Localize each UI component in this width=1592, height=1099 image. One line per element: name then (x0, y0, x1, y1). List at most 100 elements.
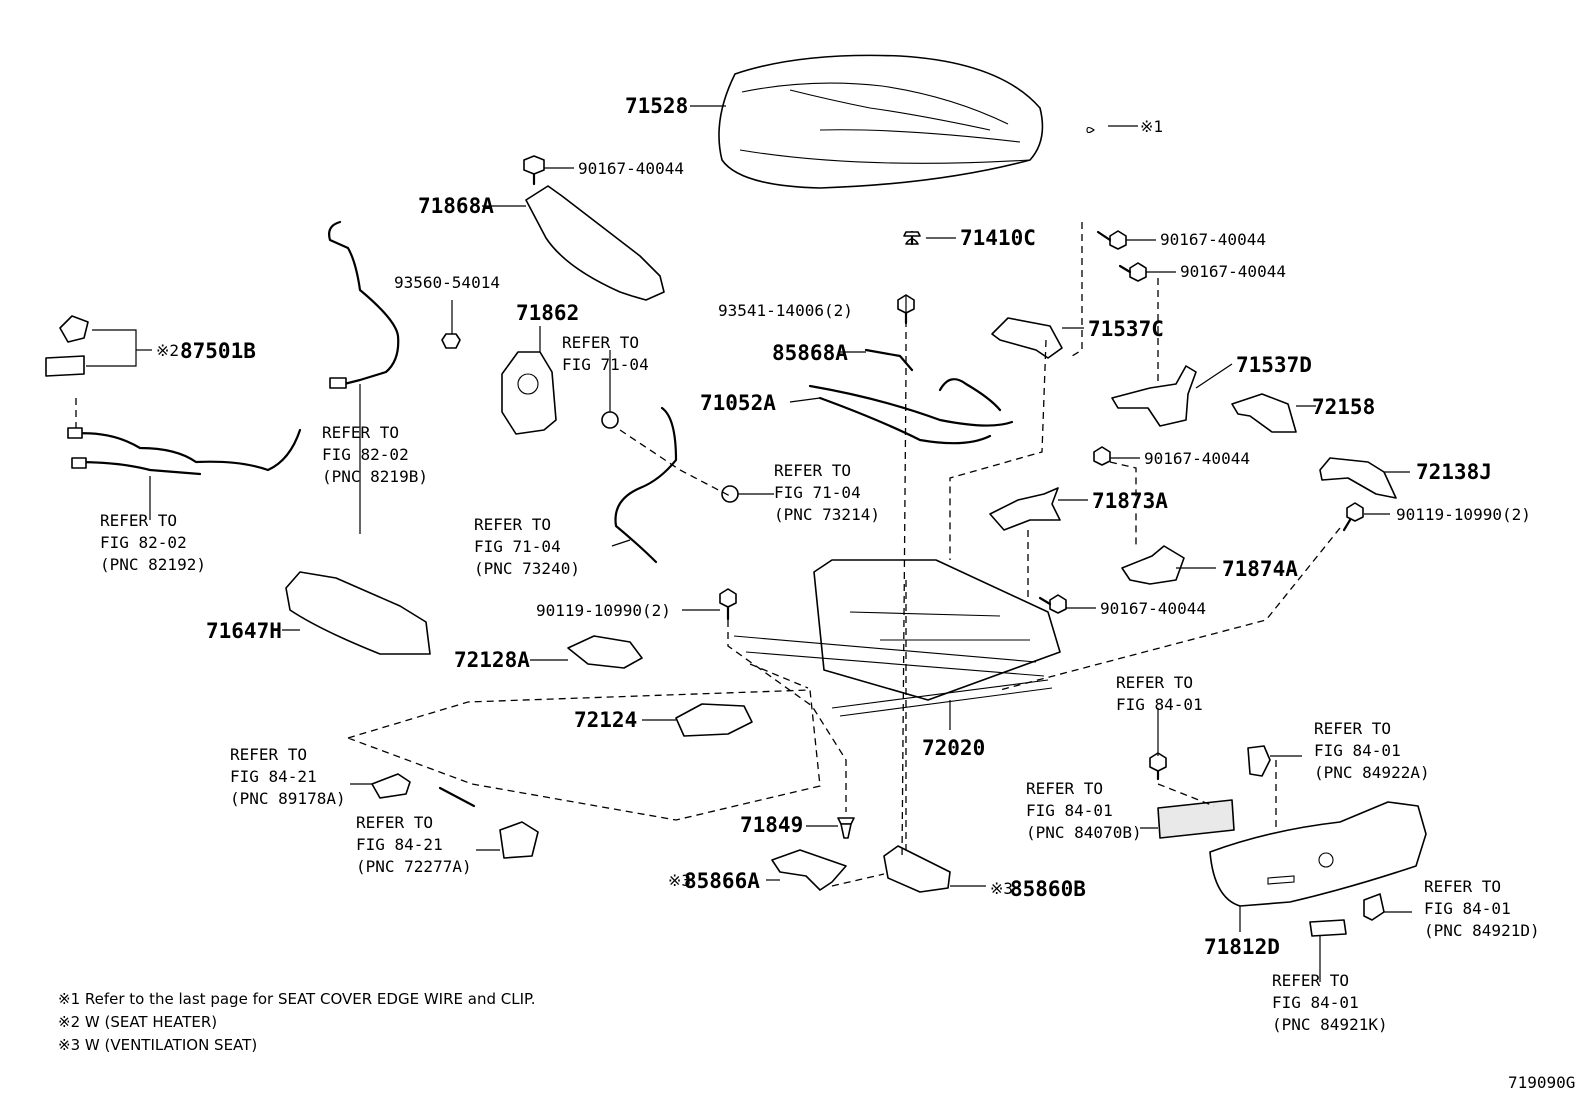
label-71647h[interactable]: 71647H (206, 619, 282, 643)
label-71528[interactable]: 71528 (625, 94, 688, 118)
svg-text:FIG 84-01: FIG 84-01 (1424, 899, 1511, 918)
label-72020[interactable]: 72020 (922, 736, 985, 760)
label-72124[interactable]: 72124 (574, 708, 637, 732)
ref-fig-84-01-knob[interactable]: REFER TO FIG 84-01 (PNC 84922A) (1314, 719, 1430, 782)
label-90119-10990-r[interactable]: 90119-10990(2) (1396, 505, 1531, 524)
svg-text:FIG 84-01: FIG 84-01 (1272, 993, 1359, 1012)
note-1: ※1 Refer to the last page for SEAT COVER… (58, 990, 535, 1008)
seat-switch-illustration (1157, 799, 1235, 839)
label-71410c[interactable]: 71410C (960, 226, 1036, 250)
cover-72124-illustration (675, 703, 753, 737)
ref-fig-84-01-switch[interactable]: REFER TO FIG 84-01 (PNC 84070B) (1026, 779, 1142, 842)
label-71537d[interactable]: 71537D (1236, 353, 1312, 377)
ref-fig-82-02-harness[interactable]: REFER TO FIG 82-02 (PNC 82192) (100, 511, 206, 574)
bolt-icon (1118, 262, 1147, 282)
label-90167-40044-e[interactable]: 90167-40044 (1100, 599, 1206, 618)
svg-text:(PNC 73240): (PNC 73240) (474, 559, 580, 578)
label-72138j[interactable]: 72138J (1416, 460, 1492, 484)
bolt-icon (1093, 446, 1111, 466)
ref-fig-71-04-right[interactable]: REFER TO FIG 71-04 (PNC 73214) (774, 461, 880, 524)
label-90119-10990-l[interactable]: 90119-10990(2) (536, 601, 671, 620)
label-71052a[interactable]: 71052A (700, 391, 776, 415)
svg-text:REFER TO: REFER TO (1424, 877, 1501, 896)
svg-text:REFER TO: REFER TO (1272, 971, 1349, 990)
svg-text:FIG 84-01: FIG 84-01 (1026, 801, 1113, 820)
label-93541-14006[interactable]: 93541-14006(2) (718, 301, 853, 320)
diagram-code: 719090G (1508, 1073, 1575, 1092)
label-90167-40044-a[interactable]: 90167-40044 (578, 159, 684, 178)
label-93560-54014[interactable]: 93560-54014 (394, 273, 500, 292)
clip-71849-icon (837, 817, 855, 839)
label-71812d[interactable]: 71812D (1204, 935, 1280, 959)
svg-text:FIG 71-04: FIG 71-04 (562, 355, 649, 374)
edge-wire-clip-icon (1086, 126, 1095, 134)
switch-knob-k-illustration (1309, 919, 1347, 937)
cover-72138j-illustration (1319, 457, 1397, 499)
svg-text:(PNC 84070B): (PNC 84070B) (1026, 823, 1142, 842)
label-90167-40044-c[interactable]: 90167-40044 (1180, 262, 1286, 281)
ref-fig-82-02-wire[interactable]: REFER TO FIG 82-02 (PNC 8219B) (322, 423, 428, 486)
label-note2-marker: ※2 (156, 341, 179, 360)
svg-text:REFER TO: REFER TO (1026, 779, 1103, 798)
note-3: ※3 W (VENTILATION SEAT) (58, 1036, 257, 1054)
seat-wire-harness-illustration (67, 427, 302, 476)
bracket-71537c-illustration (991, 317, 1063, 359)
dashed-relation-lines (75, 222, 1341, 887)
svg-text:FIG 84-21: FIG 84-21 (230, 767, 317, 786)
label-71537c[interactable]: 71537C (1088, 317, 1164, 341)
push-clip-icon (903, 230, 921, 246)
seat-adjuster-frame-illustration (733, 559, 1061, 717)
label-note3-marker-a: ※3 (668, 871, 691, 890)
svg-text:REFER TO: REFER TO (356, 813, 433, 832)
bolt-icon (1149, 752, 1167, 781)
label-note3-marker-b: ※3 (990, 879, 1013, 898)
ref-fig-84-01-d[interactable]: REFER TO FIG 84-01 (PNC 84921D) (1424, 877, 1540, 940)
label-85868a[interactable]: 85868A (772, 341, 848, 365)
bolt-icon (1342, 502, 1364, 532)
label-71873a[interactable]: 71873A (1092, 489, 1168, 513)
fan-85860b-illustration (883, 845, 951, 893)
leader-lines (86, 105, 1412, 982)
pad-71647h-illustration (285, 571, 431, 655)
cover-72158-illustration (1231, 393, 1297, 433)
wire-connector-illustration (371, 773, 411, 799)
ref-fig-71-04-top[interactable]: REFER TO FIG 71-04 (562, 333, 649, 374)
recliner-harness-illustration (614, 406, 678, 564)
label-71862[interactable]: 71862 (516, 301, 579, 325)
label-71868a[interactable]: 71868A (418, 194, 494, 218)
label-72128a[interactable]: 72128A (454, 648, 530, 672)
label-90167-40044-b[interactable]: 90167-40044 (1160, 230, 1266, 249)
svg-text:(PNC 82192): (PNC 82192) (100, 555, 206, 574)
svg-text:REFER TO: REFER TO (1314, 719, 1391, 738)
svg-text:(PNC 89178A): (PNC 89178A) (230, 789, 346, 808)
part-71874a-illustration (1121, 545, 1185, 585)
ref-fig-84-01-top[interactable]: REFER TO FIG 84-01 (1116, 673, 1203, 714)
ref-fig-84-21-b[interactable]: REFER TO FIG 84-21 (PNC 72277A) (356, 813, 472, 876)
label-note1-marker: ※1 (1140, 117, 1163, 136)
cover-72128a-illustration (567, 635, 643, 669)
part-71862-illustration (501, 351, 557, 435)
label-71849[interactable]: 71849 (740, 813, 803, 837)
label-85860b[interactable]: 85860B (1010, 877, 1086, 901)
grommet-icon (601, 411, 619, 429)
bolt-icon (523, 155, 545, 186)
label-72158[interactable]: 72158 (1312, 395, 1375, 419)
ref-fig-71-04-left[interactable]: REFER TO FIG 71-04 (PNC 73240) (474, 515, 580, 578)
label-90167-40044-d[interactable]: 90167-40044 (1144, 449, 1250, 468)
fan-85866a-illustration (771, 849, 847, 891)
svg-text:(PNC 72277A): (PNC 72277A) (356, 857, 472, 876)
seat-spring-illustration (808, 378, 1014, 445)
ref-fig-84-01-k[interactable]: REFER TO FIG 84-01 (PNC 84921K) (1272, 971, 1388, 1034)
label-85866a[interactable]: 85866A (684, 869, 760, 893)
bracket-72277a-illustration (499, 821, 539, 859)
seat-cushion-cover-illustration (718, 54, 1044, 189)
part-labels: 71528 ※1 90167-40044 71868A 71410C 90167… (156, 94, 1575, 1092)
svg-text:REFER TO: REFER TO (230, 745, 307, 764)
label-87501b[interactable]: 87501B (180, 339, 256, 363)
svg-text:(PNC 84921K): (PNC 84921K) (1272, 1015, 1388, 1034)
label-71874a[interactable]: 71874A (1222, 557, 1298, 581)
bolt-icon (719, 588, 737, 621)
ref-fig-84-21-a[interactable]: REFER TO FIG 84-21 (PNC 89178A) (230, 745, 346, 808)
svg-text:REFER TO: REFER TO (774, 461, 851, 480)
svg-text:(PNC 84921D): (PNC 84921D) (1424, 921, 1540, 940)
